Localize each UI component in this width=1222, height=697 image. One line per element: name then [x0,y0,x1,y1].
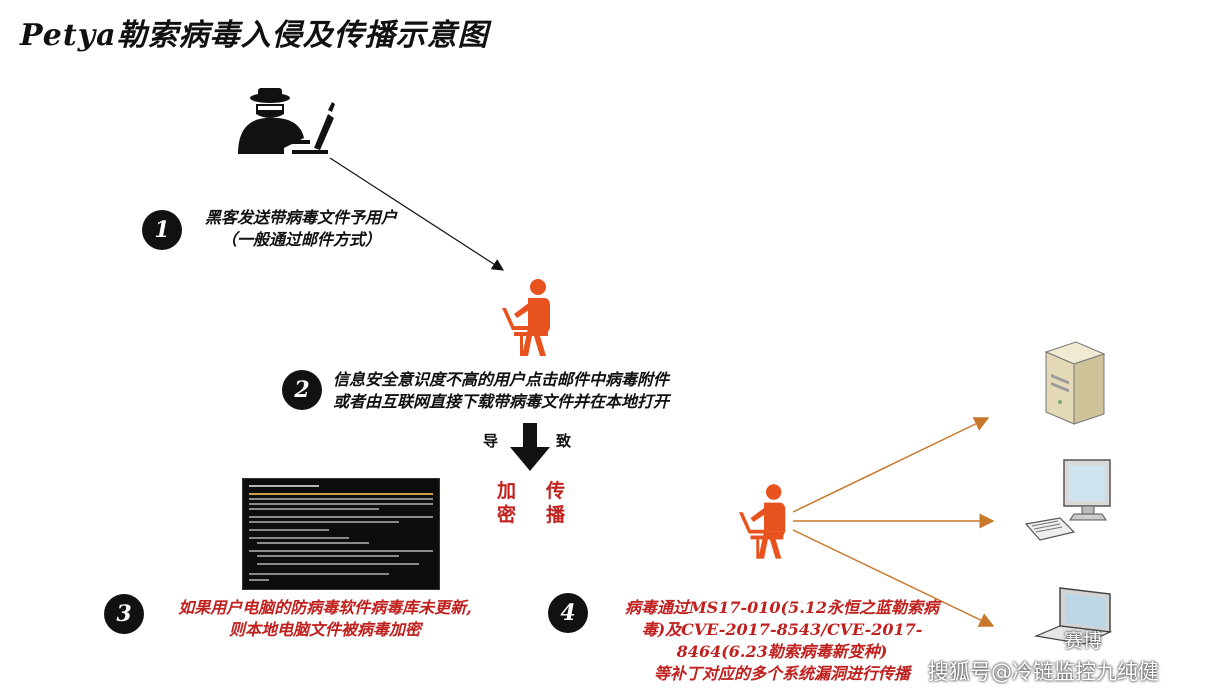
diagram-title: Petya勒索病毒入侵及传播示意图 [20,18,489,53]
down-arrow-icon [510,423,550,471]
effect-encrypt-char-2: 密 [497,504,517,526]
arrow-label-right: 致 [556,432,572,450]
step-3-text: 如果用户电脑的防病毒软件病毒库未更新, 则本地电脑文件被病毒加密 [150,597,500,641]
spread-arrow-laptop [792,529,995,627]
watermark-credit: 搜狐号@冷链监控九纯健 [928,660,1159,684]
user-at-laptop-icon [502,279,550,356]
step-2-text: 信息安全意识度不高的用户点击邮件中病毒附件 或者由互联网直接下载带病毒文件并在本… [333,369,669,413]
arrow-label-left: 导 [483,432,499,450]
step-2-line-2: 或者由互联网直接下载带病毒文件并在本地打开 [333,392,670,411]
step-1-badge: 1 [142,210,182,250]
step-4-line-3: 8464(6.23勒索病毒新变种) [676,642,888,661]
effect-spread-char-2: 播 [546,504,566,526]
laptop-icon [1033,587,1113,645]
step-1-line-1: 黑客发送带病毒文件予用户 [204,208,397,227]
user-at-laptop-icon [738,484,786,559]
step-1-line-2: （一般通过邮件方式） [220,230,381,249]
hacker-icon [238,88,335,154]
step-2-line-1: 信息安全意识度不高的用户点击邮件中病毒附件 [333,370,670,389]
watermark-logo-text: 赛博 [1064,630,1103,652]
step-4-badge: 4 [548,593,588,633]
effect-spread-char-1: 传 [546,480,566,502]
step-4-line-1: 病毒通过MS17-010(5.12永恒之蓝勒索病 [624,598,940,617]
spread-arrow-server [792,417,990,513]
step-1-text: 黑客发送带病毒文件予用户 （一般通过邮件方式） [185,207,417,251]
email-arrow [329,157,505,271]
step-2-badge: 2 [282,370,322,410]
desktop-computer-icon [1024,459,1111,541]
server-icon [1044,341,1106,425]
step-4-line-2: 毒)及CVE-2017-8543/CVE-2017- [641,620,923,639]
step-3-line-1: 如果用户电脑的防病毒软件病毒库未更新, [178,598,472,617]
step-3-line-2: 则本地电脑文件被病毒加密 [228,620,421,639]
step-4-text: 病毒通过MS17-010(5.12永恒之蓝勒索病 毒)及CVE-2017-854… [596,597,968,685]
effect-encrypt-char-1: 加 [497,480,517,502]
ransom-screen-image [242,478,440,590]
step-4-line-4: 等补丁对应的多个系统漏洞进行传播 [653,664,910,683]
step-3-badge: 3 [104,594,144,634]
